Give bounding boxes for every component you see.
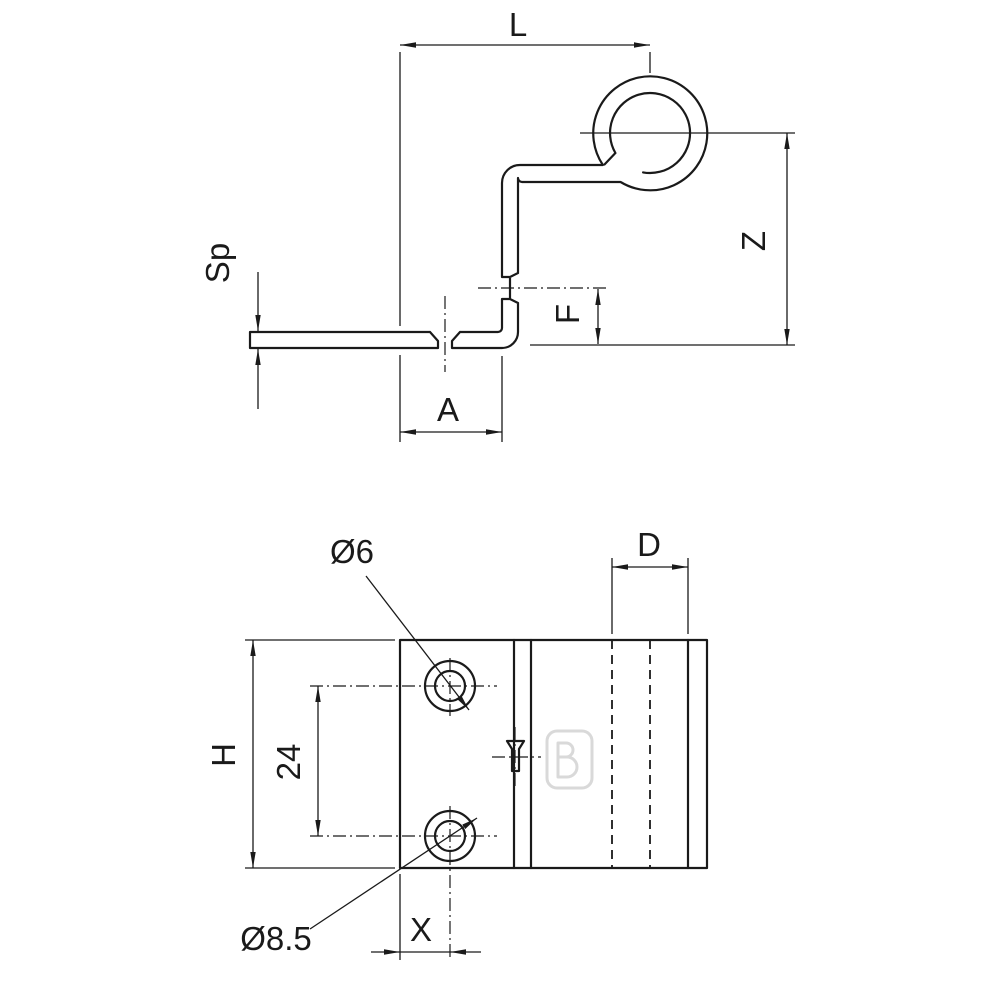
dimension-flange-width-A: A (400, 356, 503, 442)
watermark-frame (545, 729, 594, 790)
dimension-label-L: L (509, 6, 527, 43)
dimension-height-Z: Z (530, 132, 795, 346)
bend-lines (512, 638, 690, 870)
side-view-part-outline (248, 75, 709, 350)
dimension-thickness-Sp: Sp (199, 243, 261, 409)
callout-label-d6: Ø6 (330, 533, 374, 570)
dimension-label-24: 24 (270, 744, 307, 781)
dimension-H-extension-lines (245, 639, 395, 869)
watermark-glyph (556, 741, 579, 779)
dimension-label-A: A (437, 391, 459, 428)
dimension-L-extension-lines (399, 52, 651, 442)
dimension-hole-spacing-24: 24 (270, 686, 321, 836)
callout-hole-diameter: Ø6 (330, 533, 470, 711)
brand-watermark-icon (545, 729, 594, 790)
dimension-plate-height-H: H (205, 639, 395, 869)
callout-d85-leader (309, 817, 478, 930)
middle-hole-edge-view (505, 739, 526, 773)
plate-outline (398, 638, 709, 870)
dimension-D-extension-lines (611, 558, 689, 634)
hidden-roll-lines (611, 640, 651, 868)
side-view: L Z Sp F A (199, 6, 795, 442)
dimension-label-Z: Z (735, 231, 772, 251)
dimension-label-X: X (410, 911, 432, 948)
dimension-roll-width-D: D (611, 526, 689, 634)
dimension-length-L: L (399, 6, 651, 442)
callout-countersink-diameter: Ø8.5 (240, 817, 478, 957)
callout-label-d85: Ø8.5 (240, 920, 312, 957)
front-view: D H 24 Ø6 Ø8.5 X (205, 526, 709, 960)
side-view-centerlines (444, 287, 608, 372)
dimension-hole-height-F: F (549, 289, 601, 344)
dimension-label-D: D (637, 526, 661, 563)
dimension-hole-offset-X: X (371, 874, 481, 960)
dimension-label-H: H (205, 743, 242, 767)
dimension-Z-extension-lines (530, 132, 795, 346)
dimension-label-Sp: Sp (199, 243, 236, 283)
dimension-label-F: F (549, 304, 586, 324)
callout-d6-leader (365, 575, 470, 711)
front-view-centerlines (310, 658, 541, 960)
